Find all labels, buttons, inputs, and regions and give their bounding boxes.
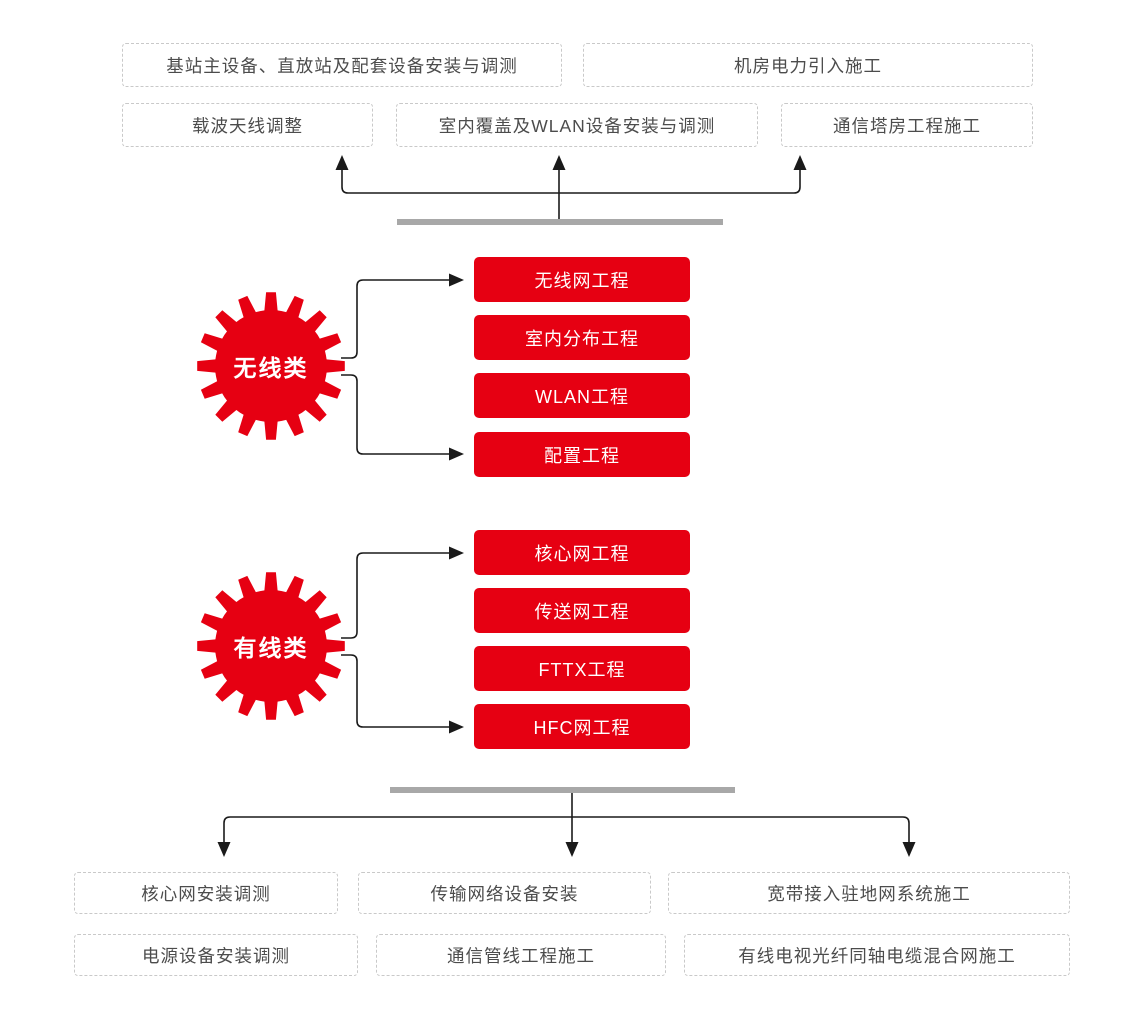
- arrow-down-left: [217, 842, 231, 857]
- bottom-box-power-equipment: 电源设备安装调测: [74, 934, 358, 976]
- arrow-down-center: [565, 842, 579, 857]
- top-box-carrier-antenna: 载波天线调整: [122, 103, 373, 147]
- wired-arrow-bottom-path: [341, 654, 450, 728]
- arrow-right-wired-2: [449, 720, 464, 734]
- arrow-up-left: [335, 155, 349, 170]
- divider-bar-bottom: [390, 787, 735, 793]
- node-transport-network-project: 传送网工程: [474, 588, 690, 633]
- node-fttx-project: FTTX工程: [474, 646, 690, 691]
- wired-arrow-top-path: [341, 552, 450, 639]
- bottom-box-broadband-access: 宽带接入驻地网系统施工: [668, 872, 1070, 914]
- bottom-box-catv-hybrid: 有线电视光纤同轴电缆混合网施工: [684, 934, 1070, 976]
- arrow-down-right: [902, 842, 916, 857]
- gear-icon-wired: [197, 572, 345, 720]
- bottom-box-transmission-install: 传输网络设备安装: [358, 872, 651, 914]
- gear-icon-wireless: [197, 292, 345, 440]
- bottom-box-core-install: 核心网安装调测: [74, 872, 338, 914]
- wireless-gear: 无线类: [191, 286, 351, 446]
- bottom-connector-path: [223, 816, 910, 843]
- node-core-network-project: 核心网工程: [474, 530, 690, 575]
- wired-gear: 有线类: [191, 566, 351, 726]
- node-wireless-network-project: 无线网工程: [474, 257, 690, 302]
- top-connector-path: [341, 166, 801, 194]
- arrow-up-center: [552, 155, 566, 170]
- top-box-base-station: 基站主设备、直放站及配套设备安装与调测: [122, 43, 562, 87]
- wired-gear-label: 有线类: [233, 635, 309, 661]
- wireless-gear-label: 无线类: [233, 355, 309, 381]
- arrow-right-wireless-2: [449, 447, 464, 461]
- top-box-power-intro: 机房电力引入施工: [583, 43, 1033, 87]
- arrow-right-wired-1: [449, 546, 464, 560]
- node-indoor-distribution-project: 室内分布工程: [474, 315, 690, 360]
- arrow-right-wireless-1: [449, 273, 464, 287]
- top-box-tower-room: 通信塔房工程施工: [781, 103, 1033, 147]
- arrow-up-right: [793, 155, 807, 170]
- divider-bar-top: [397, 219, 723, 225]
- top-box-indoor-wlan: 室内覆盖及WLAN设备安装与调测: [396, 103, 758, 147]
- node-wlan-project: WLAN工程: [474, 373, 690, 418]
- bottom-box-pipeline-construction: 通信管线工程施工: [376, 934, 666, 976]
- node-configuration-project: 配置工程: [474, 432, 690, 477]
- wireless-arrow-bottom-path: [341, 374, 450, 455]
- node-hfc-network-project: HFC网工程: [474, 704, 690, 749]
- wireless-arrow-top-path: [341, 279, 450, 359]
